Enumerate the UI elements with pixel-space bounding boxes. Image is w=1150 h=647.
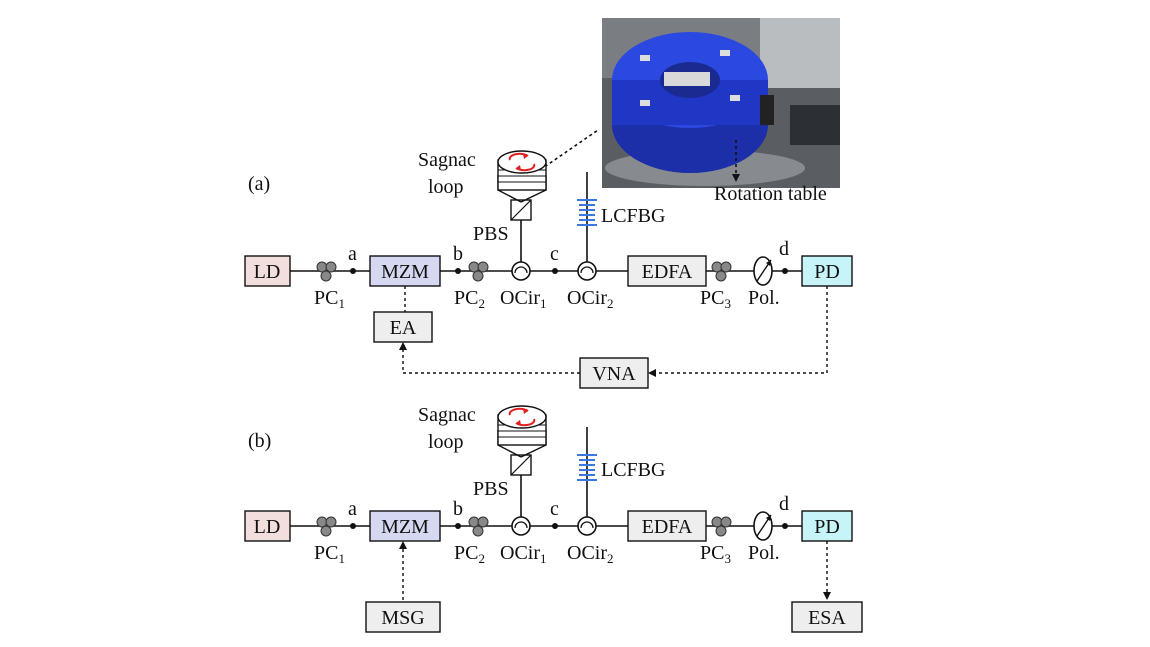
ld-box — [244, 255, 291, 287]
vna-ea-link — [399, 342, 580, 374]
point-c-dot — [552, 523, 558, 529]
sagnac-line2: loop — [428, 176, 464, 198]
point-a-label: a — [348, 498, 357, 520]
mzm-label: MZM — [381, 516, 429, 538]
esa-box — [791, 601, 863, 633]
ld-label: LD — [254, 516, 281, 538]
lcfbg-label: LCFBG — [601, 205, 665, 227]
point-d-label: d — [779, 493, 789, 515]
polarizer-icon — [753, 511, 773, 541]
point-d-dot — [782, 523, 788, 529]
pc1-icon — [316, 516, 337, 537]
ocir1-label: OCir1 — [500, 542, 547, 566]
pc3-label: PC3 — [700, 287, 731, 311]
ocir1-icon — [511, 261, 531, 281]
edfa-box — [627, 255, 707, 287]
pol-label: Pol. — [748, 542, 780, 564]
pc1-label: PC1 — [314, 542, 345, 566]
esa-label: ESA — [808, 607, 846, 629]
photo-link-line — [539, 129, 599, 171]
pd-vna-link — [648, 286, 828, 377]
pd-box — [801, 510, 853, 542]
pc3-label: PC3 — [700, 542, 731, 566]
pbs-label: PBS — [473, 223, 509, 245]
pc2-icon — [468, 261, 489, 282]
ocir2-label: OCir2 — [567, 542, 614, 566]
pd-label: PD — [814, 261, 840, 283]
panel-b: (b) LD PC1 a MZM MSG b PC2 O — [244, 404, 863, 633]
pc1-label: PC1 — [314, 287, 345, 311]
panel-label: (a) — [248, 173, 270, 195]
ocir1-label: OCir1 — [500, 287, 547, 311]
point-b-label: b — [453, 243, 463, 265]
pc2-label: PC2 — [454, 287, 485, 311]
point-c-label: c — [550, 498, 559, 520]
pc1-icon — [316, 261, 337, 282]
polarizer-icon — [753, 256, 773, 286]
ocir2-label: OCir2 — [567, 287, 614, 311]
point-c-label: c — [550, 243, 559, 265]
mzm-box — [369, 510, 441, 542]
point-a-dot — [350, 523, 356, 529]
mzm-label: MZM — [381, 261, 429, 283]
ocir2-icon — [577, 261, 597, 281]
lcfbg-grating-icon — [577, 199, 597, 226]
sagnac-line2: loop — [428, 431, 464, 453]
vna-box — [579, 357, 649, 389]
pc3-icon — [711, 516, 732, 537]
ocir2-icon — [577, 516, 597, 536]
point-b-dot — [455, 523, 461, 529]
point-b-dot — [455, 268, 461, 274]
pc2-label: PC2 — [454, 542, 485, 566]
pc2-icon — [468, 516, 489, 537]
sagnac-loop-icon — [497, 150, 547, 203]
pbs-diagonal — [510, 199, 532, 221]
sagnac-line1: Sagnac — [418, 149, 476, 171]
lcfbg-grating-icon — [577, 454, 597, 481]
edfa-box — [627, 510, 707, 542]
mzm-box — [369, 255, 441, 287]
pd-label: PD — [814, 516, 840, 538]
ld-box — [244, 510, 291, 542]
point-d-label: d — [779, 238, 789, 260]
edfa-label: EDFA — [642, 516, 693, 538]
ocir1-icon — [511, 516, 531, 536]
msg-box — [365, 601, 441, 633]
photo-caption: Rotation table — [714, 183, 827, 205]
vna-label: VNA — [592, 363, 636, 385]
point-c-dot — [552, 268, 558, 274]
ld-label: LD — [254, 261, 281, 283]
ea-label: EA — [390, 317, 417, 339]
panel-label: (b) — [248, 430, 271, 452]
point-d-dot — [782, 268, 788, 274]
panel-a: (a) LD PC1 a MZM EA b PC2 — [244, 149, 853, 389]
rotation-table-photo — [602, 18, 840, 188]
point-b-label: b — [453, 498, 463, 520]
lcfbg-label: LCFBG — [601, 459, 665, 481]
pol-label: Pol. — [748, 287, 780, 309]
edfa-label: EDFA — [642, 261, 693, 283]
pbs-label: PBS — [473, 478, 509, 500]
sagnac-line1: Sagnac — [418, 404, 476, 426]
sagnac-loop-icon — [497, 405, 547, 458]
point-a-label: a — [348, 243, 357, 265]
point-a-dot — [350, 268, 356, 274]
pbs-diagonal — [510, 454, 532, 476]
pc3-icon — [711, 261, 732, 282]
msg-label: MSG — [381, 607, 424, 629]
